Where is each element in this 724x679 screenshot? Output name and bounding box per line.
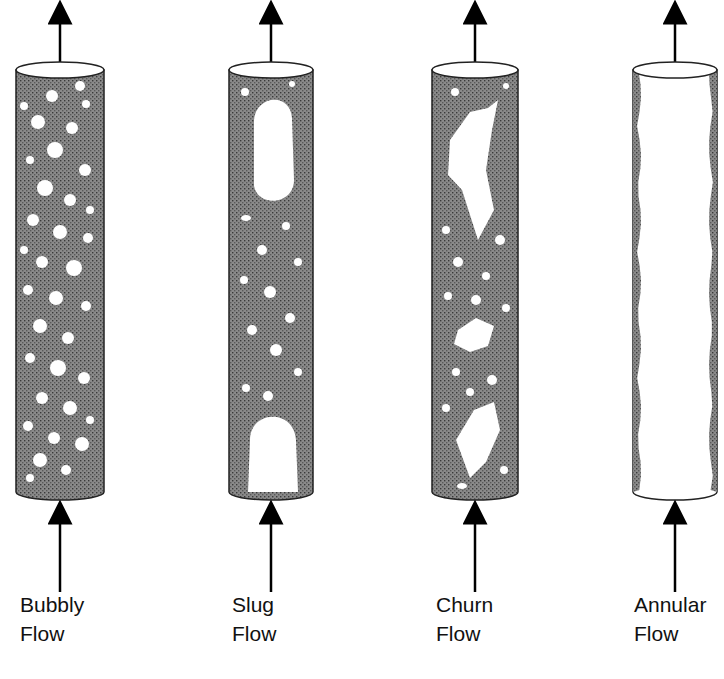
regime-label: Slug Flow: [232, 590, 318, 648]
gas-bubble: [20, 102, 28, 110]
gas-bubble: [53, 225, 67, 239]
gas-bubble: [20, 246, 28, 254]
gas-bubble: [503, 83, 509, 89]
pipe-opening: [16, 62, 104, 78]
gas-bubble: [48, 432, 60, 444]
gas-bubble: [83, 233, 93, 243]
pipe: [432, 12, 518, 592]
gas-bubble: [502, 304, 510, 312]
gas-bubble: [46, 90, 58, 102]
gas-bubble: [75, 81, 85, 91]
gas-bubble: [26, 156, 34, 164]
pipe: [229, 12, 313, 592]
pipe-body: [229, 70, 313, 500]
gas-bubble: [500, 466, 508, 474]
gas-region: [456, 402, 500, 478]
gas-bubble: [36, 392, 48, 404]
pipe-opening: [229, 62, 313, 78]
gas-bubble: [27, 214, 39, 226]
gas-bubble: [257, 245, 267, 255]
flow-arrow: [674, 512, 677, 592]
gas-bubble: [82, 100, 90, 108]
gas-bubble: [81, 301, 91, 311]
gas-bubble: [240, 276, 248, 284]
gas-bubble: [75, 437, 89, 451]
gas-bubble: [47, 142, 63, 158]
pipe: [16, 12, 104, 592]
gas-bubble: [453, 257, 463, 267]
gas-bubble: [33, 319, 47, 333]
regime-label: Bubbly Flow: [20, 590, 106, 648]
regime-label: Annular Flow: [634, 590, 720, 648]
gas-bubble: [79, 164, 91, 176]
gas-bubble: [285, 313, 295, 323]
pipe-opening: [432, 62, 518, 78]
gas-region: [454, 318, 494, 352]
regime-label: Churn Flow: [436, 590, 522, 648]
gas-bubble: [466, 388, 474, 396]
flow-arrow: [59, 512, 62, 592]
gas-bubble: [50, 360, 66, 376]
pipe-body: [432, 70, 518, 500]
gas-bubble: [482, 272, 490, 280]
gas-bubble: [66, 122, 78, 134]
gas-bubble: [487, 375, 497, 385]
pipe: [633, 12, 717, 592]
gas-bubble: [282, 222, 290, 230]
gas-bubble: [270, 344, 282, 356]
pipe-body: [633, 70, 717, 500]
gas-bubble: [495, 235, 505, 245]
gas-bubble: [62, 332, 74, 344]
flow-arrow: [674, 12, 677, 66]
gas-bubble: [247, 325, 257, 335]
gas-bubble: [444, 292, 452, 300]
pipe-body: [16, 70, 104, 500]
flow-arrow: [474, 512, 477, 592]
gas-bubble: [451, 88, 459, 96]
gas-bubble: [289, 81, 295, 87]
gas-bubble: [241, 88, 249, 96]
gas-bubble: [471, 295, 481, 305]
gas-bubble: [61, 465, 71, 475]
flow-arrow: [59, 12, 62, 66]
gas-bubble: [241, 215, 251, 221]
taylor-bubble: [248, 417, 298, 492]
gas-bubble: [49, 291, 63, 305]
gas-bubble: [25, 353, 35, 363]
gas-bubble: [294, 368, 302, 376]
gas-bubble: [242, 384, 250, 392]
flow-arrow: [270, 12, 273, 66]
gas-bubble: [86, 206, 94, 214]
gas-bubble: [23, 421, 33, 431]
liquid-film: [709, 70, 717, 492]
pipe-opening: [633, 62, 717, 78]
gas-bubble: [37, 180, 53, 196]
gas-bubble: [457, 483, 467, 489]
liquid-film: [633, 70, 641, 492]
gas-bubble: [264, 286, 276, 298]
gas-bubble: [78, 372, 90, 384]
gas-bubble: [263, 391, 273, 401]
gas-bubble: [33, 453, 47, 467]
gas-bubble: [442, 404, 450, 412]
gas-bubble: [31, 115, 45, 129]
gas-bubble: [64, 194, 76, 206]
gas-bubble: [442, 226, 450, 234]
gas-bubble: [86, 416, 94, 424]
gas-bubble: [66, 260, 82, 276]
gas-bubble: [26, 474, 34, 482]
gas-bubble: [452, 368, 460, 376]
gas-bubble: [63, 401, 77, 415]
flow-arrow: [474, 12, 477, 66]
gas-bubble: [294, 258, 302, 266]
taylor-bubble: [254, 100, 294, 201]
flow-arrow: [270, 512, 273, 592]
gas-bubble: [23, 285, 33, 295]
gas-bubble: [36, 256, 48, 268]
gas-region: [448, 100, 498, 240]
